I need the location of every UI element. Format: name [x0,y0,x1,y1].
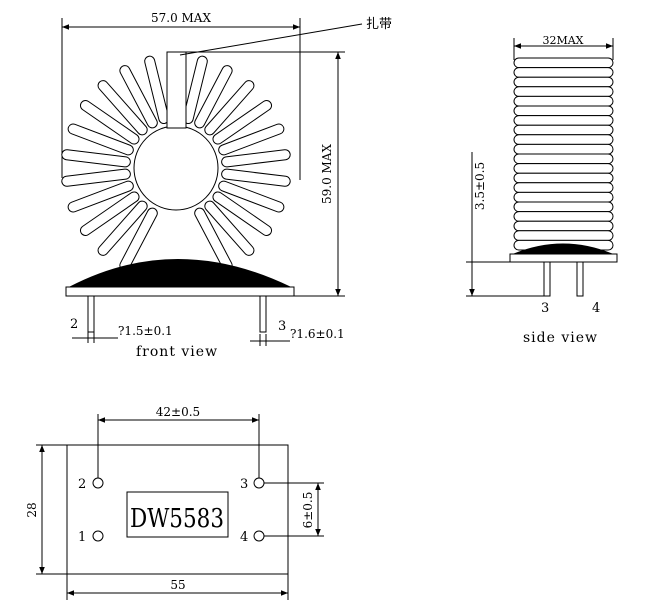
winding-turn [67,123,134,156]
bottom-width-label: 55 [170,578,185,592]
front-view [61,18,363,346]
bottom-pin-label-4: 4 [240,530,248,545]
side-winding-turn [513,163,614,174]
front-pin-right-dim: ?1.6±0.1 [290,327,345,341]
winding-turn [97,200,148,256]
bottom-pin-label-2: 2 [78,477,86,492]
side-winding-turn [513,86,614,97]
winding-turn [67,180,134,213]
side-winding-turn [513,134,614,145]
winding-turn [218,180,285,213]
winding-turn [218,123,285,156]
front-view-caption: front view [136,344,218,360]
winding-turn [221,149,291,168]
side-winding-turn [513,76,614,88]
side-height-label: 3.5±0.5 [473,162,487,210]
bottom-pin-label-1: 1 [78,530,86,545]
front-height-label: 59.0 MAX [320,144,334,204]
side-winding-turn [513,67,614,78]
side-pin-right-number: 4 [592,301,600,316]
side-view-caption: side view [523,330,598,346]
winding-turn [204,80,255,136]
winding-turn [212,100,273,145]
front-pin-left-dim: ?1.5±0.1 [118,324,173,338]
side-winding-turn [513,153,614,165]
bottom-height-label: 28 [25,502,39,517]
side-winding-turn [513,172,614,184]
side-winding-turn [513,95,614,107]
winding-turn [119,65,158,129]
bottom-pin-spacing-label: 42±0.5 [156,405,200,419]
part-number: DW5583 [130,504,224,534]
side-winding-turn [513,220,614,232]
side-winding-turn [513,201,614,213]
winding-turn [194,65,233,129]
winding-turn [144,55,170,124]
side-winding-turn [513,143,614,155]
side-winding-turn [513,105,614,117]
side-view [466,38,618,297]
side-winding-turn [513,182,614,193]
side-winding-turn [513,57,614,69]
bottom-pin-label-3: 3 [240,477,248,492]
front-pin-right-number: 3 [278,319,286,334]
side-pin-left-number: 3 [541,301,549,316]
side-winding-turn [513,191,614,203]
bottom-pin-vertical-label: 6±0.5 [301,492,315,529]
winding-turn [79,100,140,145]
side-winding-turn [513,211,614,222]
side-windings [513,57,614,251]
winding-turn [61,168,131,187]
winding-turn [212,191,273,236]
bottom-view [36,414,324,600]
side-winding-turn [513,124,614,136]
winding-turn [61,149,131,168]
side-winding-turn [513,115,614,126]
front-width-label: 57.0 MAX [151,11,211,25]
tie-label: 扎带 [366,17,392,32]
winding-turn [204,200,255,256]
side-winding-turn [513,230,614,241]
winding-turn [79,191,140,236]
front-pin-left-number: 2 [70,317,78,332]
winding-turn [97,80,148,136]
side-width-label: 32MAX [542,34,583,47]
winding-turn [221,168,291,187]
winding-turn [182,55,208,124]
